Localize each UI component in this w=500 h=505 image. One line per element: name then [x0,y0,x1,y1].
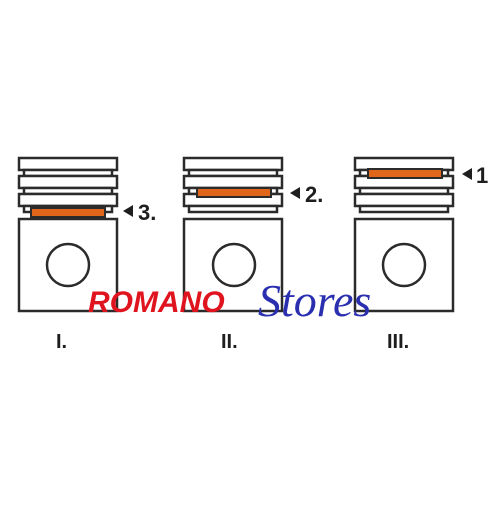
callout-label: 1 [476,163,488,188]
left-pointing-triangle-icon [462,168,472,180]
callout-label: 3. [138,200,156,225]
roman-numeral-label: III. [387,331,409,353]
callout-label: 2. [305,182,323,207]
ring-land-5 [17,192,119,208]
watermark-romano: ROMANO [88,286,225,319]
piston-3: 1 III. [353,156,488,353]
roman-numeral-label: II. [221,331,238,353]
roman-numeral-label: I. [56,331,67,353]
ring-land-3 [182,174,284,190]
ring-land-1 [17,156,119,172]
watermark: ROMANO Stores [88,275,371,326]
circle-icon [381,242,427,288]
ring-land-3 [17,174,119,190]
ring-land-1 [182,156,284,172]
circle-icon [45,242,91,288]
piston-2: 2. II. [182,156,323,353]
highlighted-ring [196,187,272,198]
left-pointing-triangle-icon [290,187,300,199]
watermark-stores: Stores [258,275,371,326]
ring-land-6 [358,204,450,214]
ring-land-6 [187,204,279,214]
ring-land-5 [353,192,455,208]
highlighted-ring [30,207,106,218]
highlighted-ring [367,168,443,179]
piston-1: 3. I. [17,156,156,353]
left-pointing-triangle-icon [123,205,133,217]
circle-icon [211,242,257,288]
